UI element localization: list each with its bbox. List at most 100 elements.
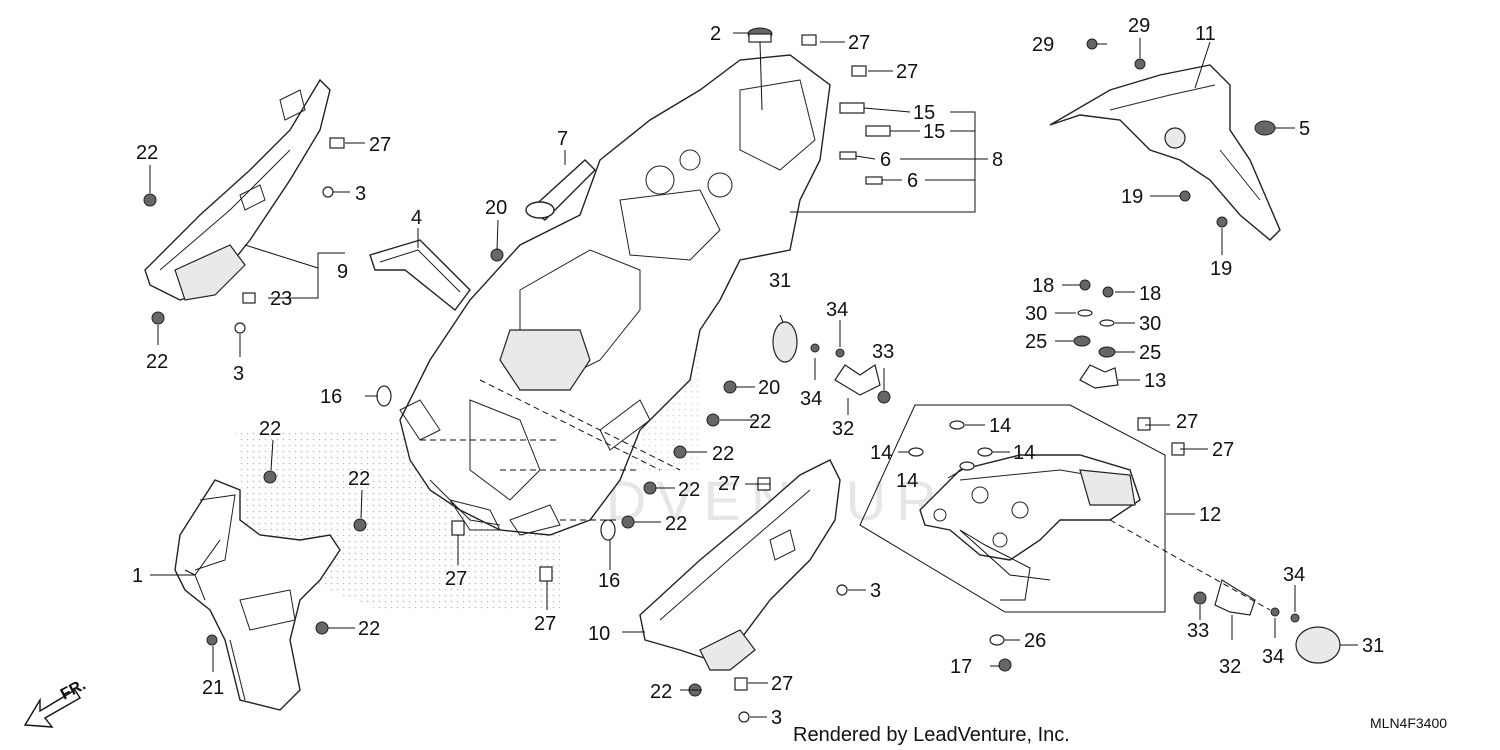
cover-11: [1049, 64, 1281, 241]
callout-23: 23: [270, 288, 292, 310]
callout-34: 34: [800, 388, 822, 410]
callout-3: 3: [771, 707, 782, 729]
side-cover-left-9: [144, 78, 331, 301]
callout-7: 7: [557, 128, 568, 150]
clip-27-e: [539, 566, 553, 582]
callout-26: 26: [1024, 630, 1046, 652]
callout-33: 33: [1187, 620, 1209, 642]
grommet-2: [747, 27, 773, 43]
callout-18: 18: [1139, 283, 1161, 305]
callout-12: 12: [1199, 504, 1221, 526]
washer-30-b: [1099, 319, 1115, 327]
collar-26: [989, 634, 1005, 646]
callout-22: 22: [348, 468, 370, 490]
bolt-22-i: [621, 515, 635, 529]
collar-16-a: [376, 385, 392, 407]
callout-32: 32: [832, 418, 854, 440]
grommet-5: [1254, 120, 1276, 136]
bolt-17: [998, 658, 1012, 672]
bolt-29-b: [1134, 58, 1146, 70]
bolt-22-d: [353, 518, 367, 532]
callout-22: 22: [678, 479, 700, 501]
diagram-code: MLN4F3400: [1370, 715, 1447, 731]
bracket-group-outline: [859, 404, 1166, 613]
callout-3: 3: [355, 183, 366, 205]
plate-23: [242, 292, 256, 304]
bracket-32-lower: [1214, 579, 1256, 616]
callout-16: 16: [320, 386, 342, 408]
bolt-29: [1086, 38, 1098, 50]
callout-31: 31: [769, 270, 791, 292]
callout-30: 30: [1025, 303, 1047, 325]
bolt-18-a: [1079, 279, 1091, 291]
nut-33-a: [877, 390, 891, 404]
callout-22: 22: [136, 142, 158, 164]
front-direction-arrow: FR.: [23, 676, 89, 728]
callout-6: 6: [880, 149, 891, 171]
nut-3-b: [234, 322, 246, 334]
bolt-20-b: [723, 380, 737, 394]
washer-14-c: [977, 447, 993, 457]
callout-27: 27: [848, 32, 870, 54]
bolt-22-f: [706, 413, 720, 427]
callout-30: 30: [1139, 313, 1161, 335]
bolt-19-b: [1216, 216, 1228, 228]
band-4: [369, 239, 471, 311]
callout-15: 15: [923, 121, 945, 143]
callout-27: 27: [534, 613, 556, 635]
bolt-18-b: [1102, 286, 1114, 298]
callout-21: 21: [202, 677, 224, 699]
bolt-34-b: [835, 348, 845, 358]
mount-13: [1079, 364, 1119, 389]
callout-27: 27: [445, 568, 467, 590]
callout-29: 29: [1032, 34, 1054, 56]
callout-14: 14: [1013, 442, 1035, 464]
strap-7: [525, 159, 596, 221]
clip-27-h: [1137, 417, 1151, 431]
washer-14-b: [908, 447, 924, 457]
bolt-21: [206, 634, 218, 646]
callout-27: 27: [1212, 439, 1234, 461]
bracket-12: [919, 454, 1141, 561]
callout-34: 34: [1262, 646, 1284, 668]
bolt-34-d: [1290, 613, 1300, 623]
callout-22: 22: [146, 351, 168, 373]
callout-19: 19: [1210, 258, 1232, 280]
callout-5: 5: [1299, 118, 1310, 140]
bolt-22-a: [143, 193, 157, 207]
callout-1: 1: [132, 565, 143, 587]
callout-9: 9: [337, 261, 348, 283]
grommet-25-b: [1098, 346, 1116, 358]
nut-3-d: [738, 711, 750, 723]
callout-27: 27: [896, 61, 918, 83]
bolt-34-c: [1270, 607, 1280, 617]
callout-22: 22: [749, 411, 771, 433]
bolt-20-a: [490, 248, 504, 262]
callout-14: 14: [896, 470, 918, 492]
bolt-22-c: [263, 470, 277, 484]
callout-31: 31: [1362, 635, 1384, 657]
callout-22: 22: [650, 681, 672, 703]
nut-3-c: [836, 584, 848, 596]
footer-credit: Rendered by LeadVenture, Inc.: [793, 724, 1070, 746]
clip-27-g: [734, 677, 748, 691]
callout-6: 6: [907, 170, 918, 192]
callout-27: 27: [771, 673, 793, 695]
nut-3-a: [322, 186, 334, 198]
callout-8: 8: [992, 149, 1003, 171]
nut-33-b: [1193, 591, 1207, 605]
callout-11: 11: [1195, 23, 1216, 45]
callout-3: 3: [233, 363, 244, 385]
callout-27: 27: [1176, 411, 1198, 433]
washer-30-a: [1077, 309, 1093, 317]
bolt-19-a: [1179, 190, 1191, 202]
callout-27: 27: [369, 134, 391, 156]
callout-25: 25: [1025, 331, 1047, 353]
clip-27-b: [851, 65, 867, 77]
callout-29: 29: [1128, 15, 1150, 37]
callout-14: 14: [989, 415, 1011, 437]
reflector-31-lower: [1295, 626, 1341, 664]
bolt-22-e: [315, 621, 329, 635]
bolt-34-a: [810, 343, 820, 353]
callout-22: 22: [712, 443, 734, 465]
